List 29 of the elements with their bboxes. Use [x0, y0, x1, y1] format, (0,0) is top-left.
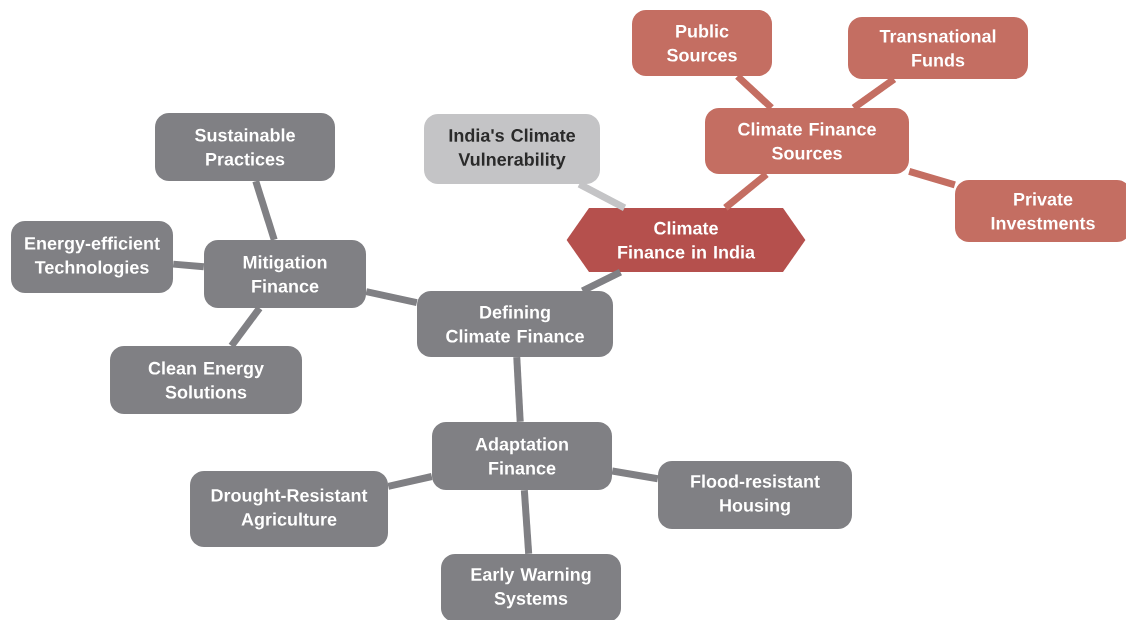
topic-box: Energy-efficient Technologies: [11, 221, 173, 293]
connector-line: [365, 288, 418, 307]
connector-line: [252, 180, 278, 241]
connector-line: [228, 306, 263, 348]
topic-box: Adaptation Finance: [432, 422, 612, 490]
connector-line: [581, 269, 622, 294]
connector-line: [513, 357, 524, 422]
connector-line: [851, 76, 897, 111]
connector-line: [735, 73, 774, 111]
connector-line: [172, 260, 205, 271]
topic-box: Sustainable Practices: [155, 113, 335, 181]
topic-box: Flood-resistant Housing: [658, 461, 852, 529]
connector-line: [520, 489, 533, 555]
topic-box: Climate Finance Sources: [705, 108, 909, 174]
topic-box: India's Climate Vulnerability: [424, 114, 600, 184]
connector-line: [723, 171, 769, 211]
central-topic: Climate Finance in India: [566, 208, 806, 272]
topic-box: Private Investments: [955, 180, 1126, 242]
topic-box: Transnational Funds: [848, 17, 1028, 79]
connector-line: [611, 467, 659, 483]
topic-box: Clean Energy Solutions: [110, 346, 302, 414]
topic-box: Defining Climate Finance: [417, 291, 613, 357]
topic-box: Public Sources: [632, 10, 772, 76]
topic-box: Mitigation Finance: [204, 240, 366, 308]
connector-line: [387, 473, 433, 490]
connector-line: [577, 181, 627, 211]
topic-box: Drought-Resistant Agriculture: [190, 471, 388, 547]
connector-line: [908, 167, 956, 189]
topic-box: Early Warning Systems: [441, 554, 621, 620]
